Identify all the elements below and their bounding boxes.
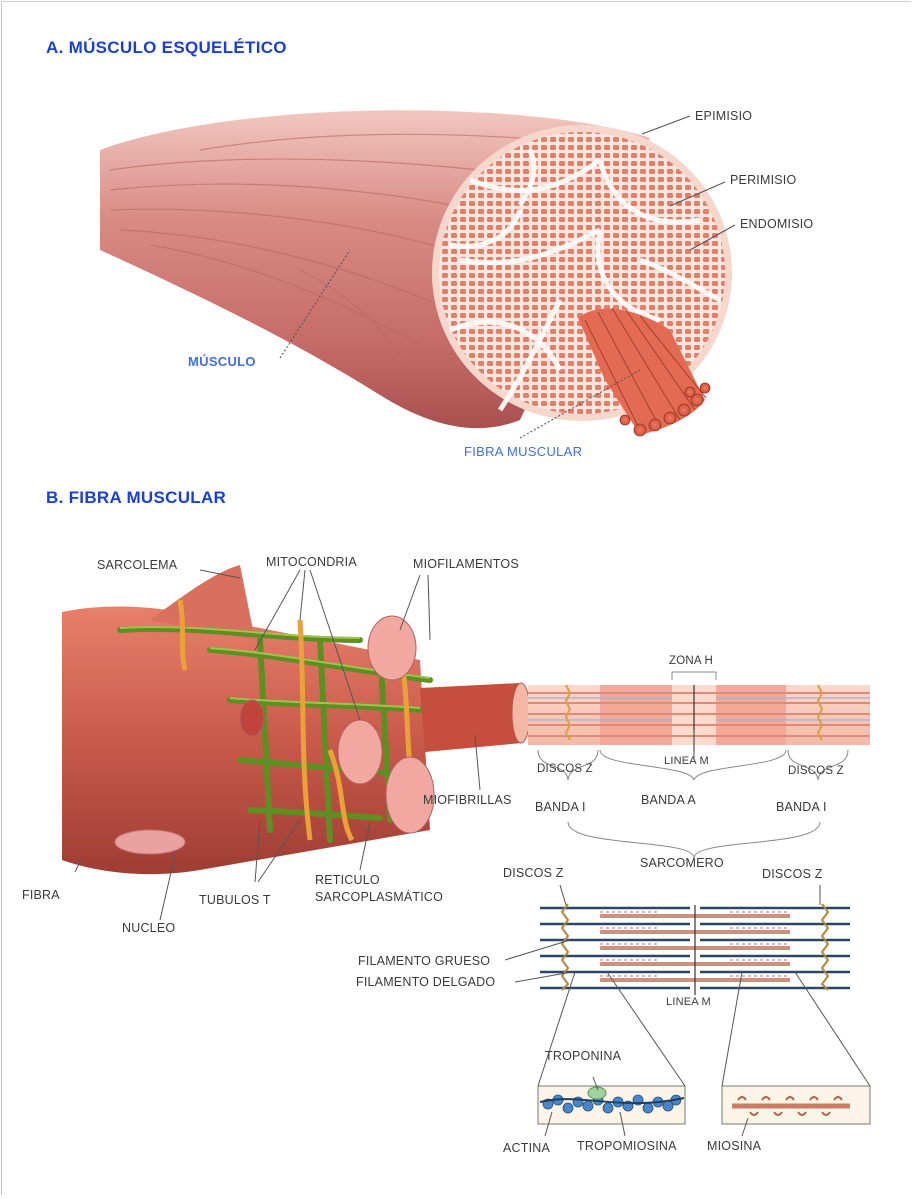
myosin-zoom-box <box>722 1086 870 1124</box>
label-sarcomero: SARCOMERO <box>640 856 724 870</box>
label-linea-m: LINEA M <box>664 755 709 767</box>
label-nucleo: NUCLEO <box>122 921 175 935</box>
myofibril-tube <box>420 683 530 752</box>
sarcomere-detail <box>540 904 850 995</box>
label-filamento-delgado: FILAMENTO DELGADO <box>356 975 495 989</box>
label-tropomiosina: TROPOMIOSINA <box>577 1139 677 1153</box>
label-discos-z-lower-left: DISCOS Z <box>503 866 564 880</box>
label-sarcoplasmatico: SARCOPLASMÁTICO <box>315 890 443 904</box>
label-zona-h: ZONA H <box>669 655 713 667</box>
sarcomere-strip <box>528 685 870 752</box>
label-linea-m-lower: LINEA M <box>666 996 711 1008</box>
label-discos-z-left: DISCOS Z <box>537 763 593 775</box>
label-miosina: MIOSINA <box>707 1139 761 1153</box>
label-troponina: TROPONINA <box>545 1049 621 1063</box>
label-banda-i-right: BANDA I <box>776 800 827 814</box>
label-banda-a: BANDA A <box>641 793 696 807</box>
label-discos-z-lower-right: DISCOS Z <box>762 867 823 881</box>
label-filamento-grueso: FILAMENTO GRUESO <box>358 954 490 968</box>
label-tubulos-t: TUBULOS T <box>199 893 271 907</box>
label-fibra: FIBRA <box>22 888 60 902</box>
label-miofibrillas: MIOFIBRILLAS <box>423 793 512 807</box>
label-miofilamentos: MIOFILAMENTOS <box>413 557 519 571</box>
label-sarcolema: SARCOLEMA <box>97 558 177 572</box>
nucleus-shape <box>115 830 185 854</box>
label-actina: ACTINA <box>503 1141 550 1155</box>
label-discos-z-right: DISCOS Z <box>788 765 844 777</box>
label-mitocondria: MITOCONDRIA <box>266 555 357 569</box>
label-banda-i-left: BANDA I <box>535 800 586 814</box>
actin-zoom-box <box>538 1086 685 1124</box>
label-reticulo: RETICULO <box>315 873 380 887</box>
